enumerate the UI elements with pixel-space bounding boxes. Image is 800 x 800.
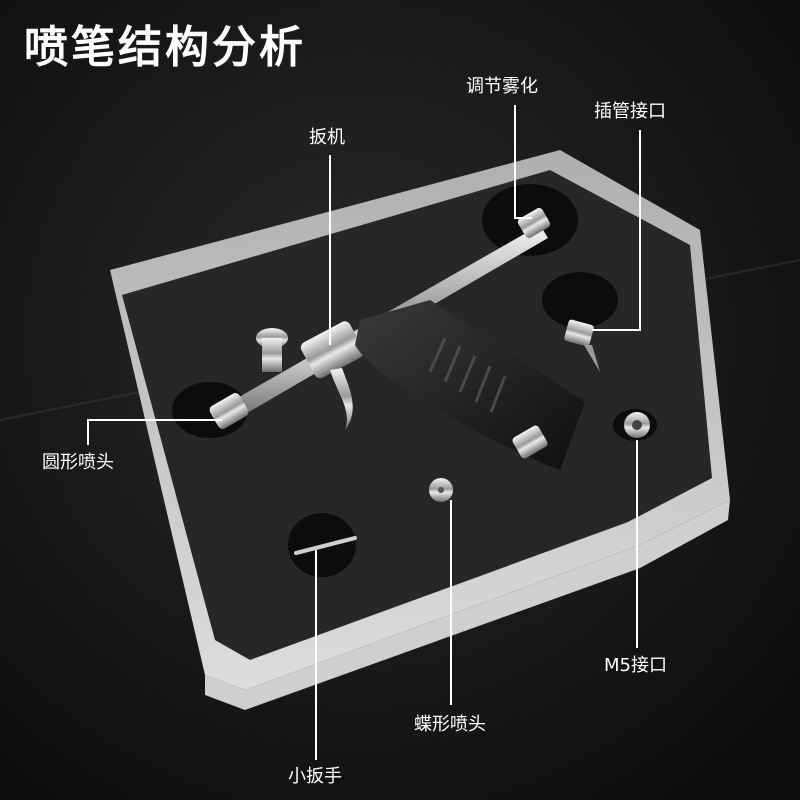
label-m5-connector: M5接口 (604, 655, 667, 676)
butterfly-nozzle-hole (438, 487, 444, 493)
trigger-lever (330, 368, 353, 430)
label-trigger: 扳机 (309, 127, 345, 148)
leader-hose (592, 130, 641, 331)
paint-cup-stem (262, 338, 282, 372)
hose-connector-tip (584, 345, 600, 372)
label-round-nozzle: 圆形喷头 (42, 452, 114, 473)
label-atomize-adjust: 调节雾化 (466, 76, 538, 97)
leader-round-nozzle (87, 419, 222, 445)
label-butterfly-nozzle: 蝶形喷头 (414, 714, 486, 735)
label-hose-connector: 插管接口 (594, 101, 666, 122)
m5-connector-hole (632, 420, 642, 430)
cutout-needle (542, 272, 618, 328)
trigger-block (300, 321, 364, 379)
leader-lines (87, 105, 641, 760)
leader-atomize (514, 105, 532, 219)
grip-ridges (428, 337, 507, 413)
label-small-wrench: 小扳手 (288, 766, 342, 787)
grip-end-knob (512, 425, 548, 459)
knob-adjust (517, 207, 551, 239)
page-title: 喷笔结构分析 (24, 22, 306, 73)
airbrush-grip (355, 300, 585, 470)
case-rim-shadow (205, 500, 730, 710)
small-wrench-part (294, 536, 357, 555)
hose-connector-part (564, 319, 594, 347)
